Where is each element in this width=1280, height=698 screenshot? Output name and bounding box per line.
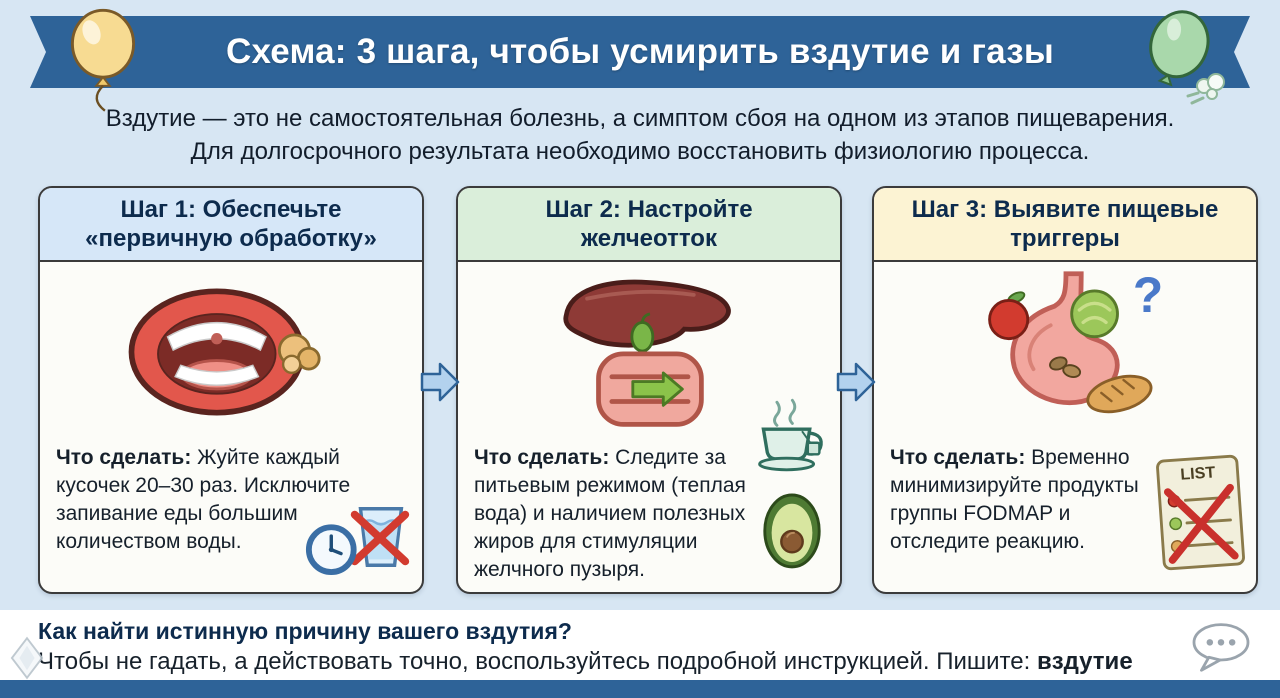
avocado-icon bbox=[758, 486, 826, 577]
green-balloon-icon bbox=[1126, 4, 1238, 111]
footer-cta: Как найти истинную причину вашего вздути… bbox=[0, 610, 1280, 680]
crossed-food-list-icon: LIST bbox=[1156, 453, 1246, 578]
step-3-action-label: Что сделать: bbox=[890, 446, 1026, 469]
title-banner: Схема: 3 шага, чтобы усмирить вздутие и … bbox=[30, 16, 1250, 88]
watermark-icon bbox=[10, 636, 44, 685]
intro-line-1: Вздутие — это не самостоятельная болезнь… bbox=[105, 105, 1175, 132]
step-2-text: Что сделать: Следите за питьевым режимом… bbox=[458, 442, 840, 584]
step-card-3: Шаг 3: Выявите пищевые триггеры ? Что сд… bbox=[872, 186, 1258, 594]
tea-cup-icon bbox=[748, 396, 830, 481]
footer-cta-line: Чтобы не гадать, а действовать точно, во… bbox=[38, 648, 1280, 676]
bottom-strip bbox=[0, 680, 1280, 698]
list-label: LIST bbox=[1180, 463, 1216, 483]
flow-arrow-1-icon bbox=[420, 360, 460, 404]
footer-cta-keyword: вздутие bbox=[1036, 648, 1133, 675]
step-3-text: Что сделать: Временно минимизируйте прод… bbox=[874, 442, 1256, 556]
page-title: Схема: 3 шага, чтобы усмирить вздутие и … bbox=[226, 32, 1054, 71]
intro-text: Вздутие — это не самостоятельная болезнь… bbox=[0, 102, 1280, 168]
step-card-1: Шаг 1: Обеспечьте «первичную обработку» … bbox=[38, 186, 424, 594]
stomach-with-foods-illustration: ? bbox=[874, 262, 1256, 442]
air-puff-icon bbox=[1186, 73, 1225, 105]
footer-question: Как найти истинную причину вашего вздути… bbox=[38, 618, 572, 644]
step-2-title: Шаг 2: Настройте желчеотток bbox=[458, 188, 840, 262]
chat-bubble-icon bbox=[1188, 620, 1254, 679]
intro-line-2: Для долгосрочного результата необходимо … bbox=[190, 138, 1090, 166]
question-mark-icon: ? bbox=[1133, 268, 1163, 323]
step-card-2: Шаг 2: Настройте желчеотток Что сделать:… bbox=[456, 186, 842, 594]
step-1-action-text: Жуйте каждый кусочек 20–30 раз. Исключит… bbox=[56, 446, 351, 553]
step-1-text: Что сделать: Жуйте каждый кусочек 20–30 … bbox=[40, 442, 422, 556]
chewed-food-icon bbox=[277, 333, 321, 375]
flow-arrow-2-icon bbox=[836, 360, 876, 404]
footer-cta-text: Чтобы не гадать, а действовать точно, во… bbox=[38, 648, 1037, 675]
step-1-title: Шаг 1: Обеспечьте «первичную обработку» bbox=[40, 188, 422, 262]
yellow-balloon-icon bbox=[60, 6, 146, 119]
step-3-action-text: Временно минимизируйте продукты группы F… bbox=[890, 446, 1139, 553]
liver-gallbladder-intestines-illustration bbox=[458, 262, 840, 442]
step-3-title: Шаг 3: Выявите пищевые триггеры bbox=[874, 188, 1256, 262]
step-1-action-label: Что сделать: bbox=[56, 446, 192, 469]
clock-and-crossed-water-glass-icon bbox=[304, 493, 416, 586]
step-2-action-text: Следите за питьевым режимом (теплая вода… bbox=[474, 446, 746, 581]
mouth-chewing-illustration bbox=[40, 262, 422, 442]
step-2-action-label: Что сделать: bbox=[474, 446, 610, 469]
